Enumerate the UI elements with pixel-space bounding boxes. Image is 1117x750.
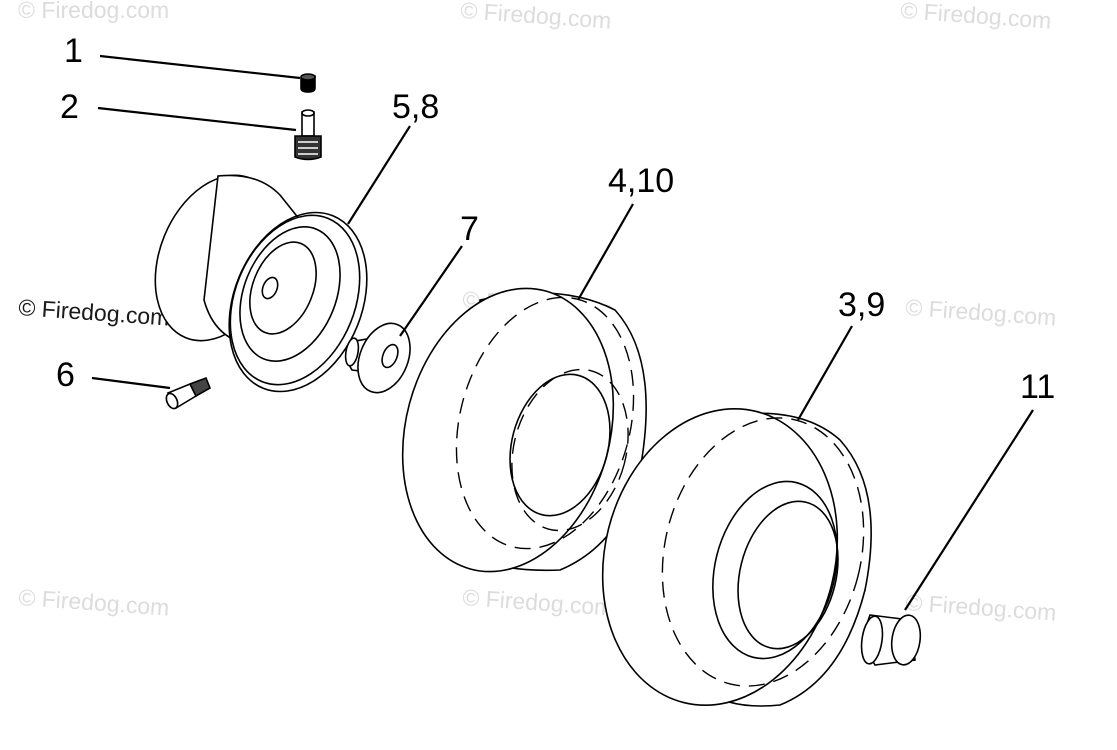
callout-2: 2 (60, 88, 79, 126)
callout-labels: 1 2 5,8 4,10 7 3,9 6 11 (56, 32, 1055, 406)
watermark-mid-left: © Firedog.com (18, 294, 171, 330)
part-wheel-rim (154, 174, 368, 393)
part-grease-fitting (165, 376, 212, 410)
leader-3-9 (797, 325, 853, 421)
watermark-bottom-center: © Firedog.com (462, 584, 615, 620)
leader-11 (904, 409, 1034, 611)
part-rear-tire (601, 408, 872, 707)
leader-4-10 (577, 203, 634, 301)
watermark-mid-right: © Firedog.com (905, 294, 1058, 330)
leader-1 (99, 54, 301, 80)
watermark-top-center: © Firedog.com (460, 0, 613, 34)
callout-11: 11 (1020, 368, 1055, 406)
part-flange-bushing (344, 322, 411, 394)
callout-4-10: 4,10 (608, 162, 674, 200)
callout-5-8: 5,8 (392, 88, 439, 126)
watermark-bottom-right: © Firedog.com (905, 589, 1058, 625)
leader-6 (91, 376, 171, 390)
watermark-bottom-left: © Firedog.com (18, 584, 171, 620)
leader-lines (91, 54, 1034, 611)
leader-2 (97, 106, 297, 132)
callout-6: 6 (56, 356, 75, 394)
part-front-tire (401, 287, 647, 573)
callout-1: 1 (64, 32, 83, 70)
watermark-top-right: © Firedog.com (900, 0, 1053, 34)
part-hub-cap (860, 614, 922, 666)
watermark-top-left: © Firedog.com (18, 0, 169, 23)
leader-7 (399, 245, 463, 337)
part-valve-stem (294, 109, 322, 161)
leader-5-8 (347, 125, 411, 225)
part-valve-cap (300, 73, 316, 93)
callout-7: 7 (460, 210, 479, 248)
callout-3-9: 3,9 (838, 286, 885, 324)
